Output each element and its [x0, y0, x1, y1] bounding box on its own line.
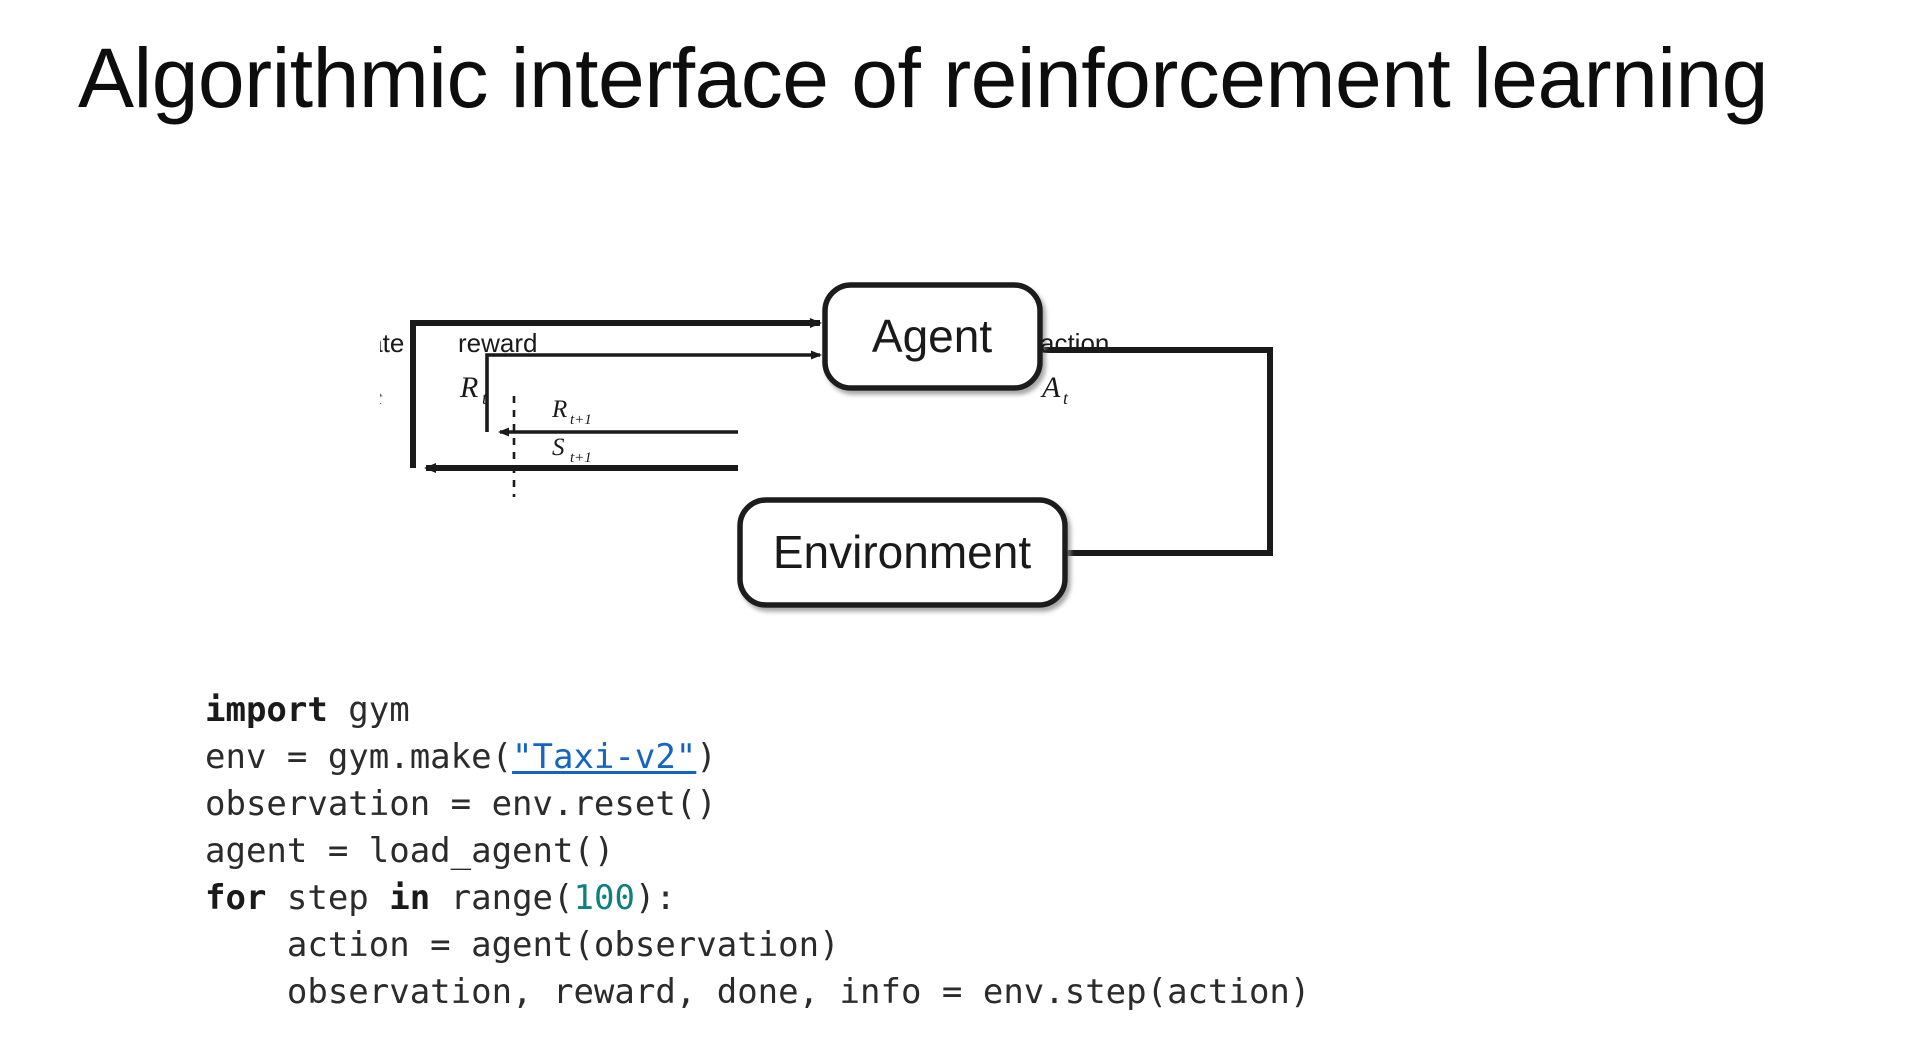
code-number-token: 100 [573, 878, 635, 918]
code-text-token: range( [430, 878, 574, 918]
state-label: state [380, 328, 404, 358]
next-state-symbol-subscript: t+1 [570, 450, 592, 466]
action-symbol: A [1040, 371, 1061, 404]
environment-box-label: Environment [773, 526, 1031, 578]
code-link-token[interactable]: "Taxi-v2" [512, 737, 697, 777]
next-reward-symbol: R [551, 396, 567, 423]
rl-loop-diagram: Agent Environment state S t reward R t a… [380, 200, 1380, 620]
code-text-token: observation, reward, done, info = env.st… [205, 972, 1311, 1012]
next-state-symbol: S [552, 434, 565, 461]
code-line: action = agent(observation) [205, 922, 1310, 969]
code-line: observation, reward, done, info = env.st… [205, 969, 1311, 1016]
code-text-token: step [266, 878, 390, 918]
code-keyword-token: import [205, 690, 328, 730]
code-text-token: ): [634, 878, 676, 918]
reward-symbol: R [459, 371, 478, 404]
reward-edge [485, 350, 822, 432]
code-text-token: ) [696, 737, 717, 777]
code-text-token: gym [327, 690, 410, 730]
code-line: observation = env.reset() [205, 781, 1310, 828]
action-symbol-subscript: t [1063, 388, 1069, 408]
code-line: import gym [205, 687, 1310, 734]
code-text-token: agent = load_agent() [205, 831, 615, 871]
state-symbol-subscript: t [380, 388, 383, 408]
code-line: agent = load_agent() [205, 828, 1310, 875]
reward-label: reward [458, 328, 537, 358]
code-text-token: action = agent(observation) [205, 925, 840, 965]
page-title: Algorithmic interface of reinforcement l… [78, 31, 1768, 125]
code-line: env = gym.make("Taxi-v2") [205, 734, 1310, 781]
agent-box-label: Agent [872, 310, 992, 362]
next-reward-symbol-subscript: t+1 [570, 412, 592, 428]
code-keyword-token: for [205, 878, 267, 918]
code-keyword-token: in [389, 878, 431, 918]
action-label: action [1040, 328, 1109, 358]
action-edge [886, 347, 1273, 558]
agent-box[interactable]: Agent [822, 282, 1043, 391]
reward-symbol-subscript: t [482, 388, 488, 408]
code-text-token: observation = env.reset() [205, 784, 717, 824]
code-text-token: env = gym.make( [205, 737, 513, 777]
state-edge [410, 318, 822, 468]
environment-box[interactable]: Environment [737, 497, 1068, 608]
code-line: for step in range(100): [205, 875, 1310, 922]
